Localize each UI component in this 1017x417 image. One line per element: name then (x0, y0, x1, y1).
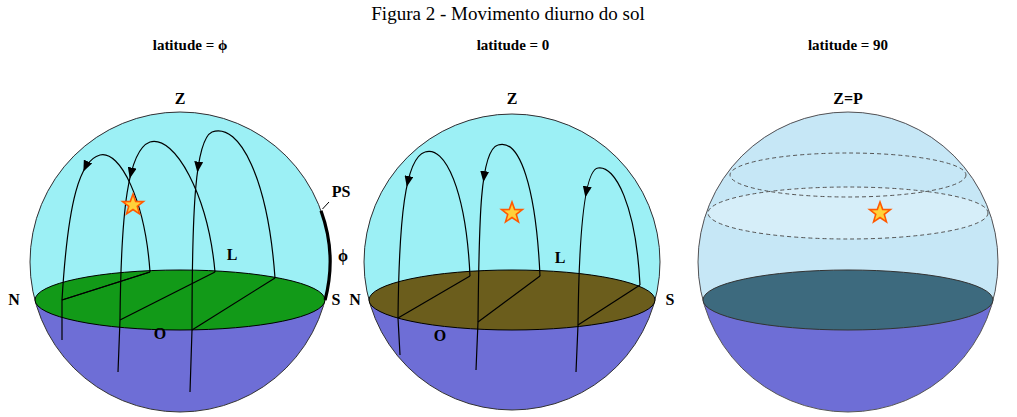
sun-path (190, 131, 275, 392)
sphere-outline (698, 112, 998, 412)
sky-hemisphere (364, 114, 660, 300)
cardinal-label: S (666, 291, 675, 309)
horizon-chord (478, 276, 540, 322)
cardinal-label: N (349, 291, 361, 309)
cardinal-label: N (8, 291, 20, 309)
cardinal-label: L (555, 249, 566, 267)
latitude-heading: latitude = ϕ (153, 37, 228, 54)
cardinal-label: O (434, 327, 446, 345)
horizon-chord (62, 272, 150, 300)
latitude-arc (321, 211, 330, 300)
pole-label: PS (332, 183, 351, 201)
sun-path (576, 168, 640, 372)
horizon-plane (35, 270, 325, 330)
direction-arrow (407, 181, 409, 185)
horizon-chord (578, 285, 640, 325)
zenith-label: Z (175, 90, 186, 108)
figure-title: Figura 2 - Movimento diurno do sol (371, 4, 644, 25)
sun-symbol (502, 202, 523, 222)
sphere-outline (30, 112, 330, 412)
horizon-chord (398, 276, 470, 318)
lower-hemisphere (698, 112, 998, 412)
diurnal-paths (62, 131, 275, 392)
cardinal-label: O (154, 325, 166, 343)
diurnal-circle (708, 187, 988, 239)
sun-path (62, 155, 150, 340)
sun-symbol (123, 194, 144, 214)
direction-arrow (130, 173, 132, 177)
sun-path (476, 144, 540, 370)
latitude-heading: latitude = 90 (808, 37, 888, 54)
zenith-label: Z=P (833, 90, 863, 108)
horizon-chord (120, 272, 215, 320)
sun-path (398, 151, 470, 355)
cardinal-label: S (332, 291, 341, 309)
diurnal-circle (730, 153, 966, 197)
cardinal-label: L (227, 246, 238, 264)
lower-hemisphere (30, 112, 330, 412)
horizon-plane (369, 270, 655, 330)
sphere-latitude-90 (698, 112, 998, 412)
angle-label: ϕ (338, 247, 348, 265)
direction-arrow (585, 191, 587, 195)
lower-hemisphere (364, 114, 660, 410)
horizon-plane (703, 270, 993, 330)
sphere-latitude-0 (364, 114, 660, 410)
direction-arrow (197, 167, 199, 171)
direction-arrow (483, 176, 485, 180)
sky-hemisphere (30, 112, 330, 300)
horizon-chord (192, 278, 275, 330)
sphere-outline (364, 114, 660, 410)
pole-leader (323, 202, 330, 209)
diurnal-paths (398, 144, 640, 372)
sun-symbol (870, 202, 891, 222)
zenith-label: Z (507, 90, 518, 108)
sphere-latitude-phi (30, 112, 330, 412)
direction-arrow (84, 166, 86, 170)
latitude-heading: latitude = 0 (477, 37, 550, 54)
horizon-chord (62, 272, 150, 300)
sun-path (118, 141, 215, 372)
sky-hemisphere (698, 112, 998, 300)
